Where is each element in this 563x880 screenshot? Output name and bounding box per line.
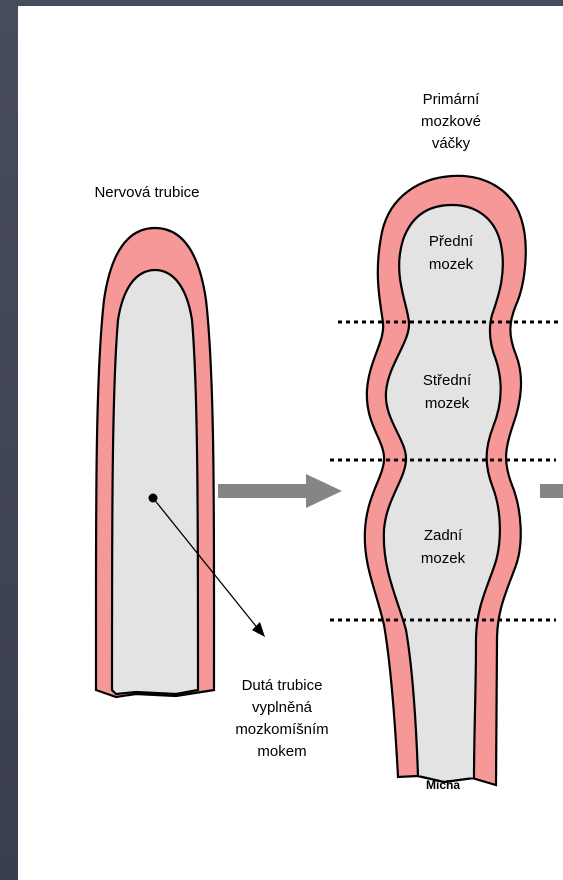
midbrain-label-line-2: mozek [425,395,470,412]
hindbrain-label-line-1: Zadní [424,527,463,544]
vesicles-title-line-3: váčky [432,135,471,152]
vesicles-title-line-2: mozkové [421,113,481,130]
forebrain-label-line-1: Přední [429,233,474,250]
hindbrain-label-line-2: mozek [421,550,466,567]
midbrain-label-line-1: Střední [423,372,472,389]
development-arrow [218,474,342,508]
vesicles-title-line-1: Primární [423,91,481,108]
development-arrow-2 [540,484,563,498]
pointer-label-line-3: mozkomíšním [235,721,328,738]
pointer-label-line-2: vyplněná [252,699,313,716]
neural-tube [96,228,214,697]
forebrain-label-line-2: mozek [429,256,474,273]
vesicles-title: Primární mozkové váčky [421,91,481,152]
pointer-label-line-4: mokem [257,743,306,760]
pointer-label: Dutá trubice vyplněná mozkomíšním mokem [235,677,328,760]
spinal-cord-label: Mícha [426,778,460,792]
neural-tube-title: Nervová trubice [94,184,199,201]
neural-tube-lumen [112,270,198,694]
pointer-label-line-1: Dutá trubice [242,677,323,694]
